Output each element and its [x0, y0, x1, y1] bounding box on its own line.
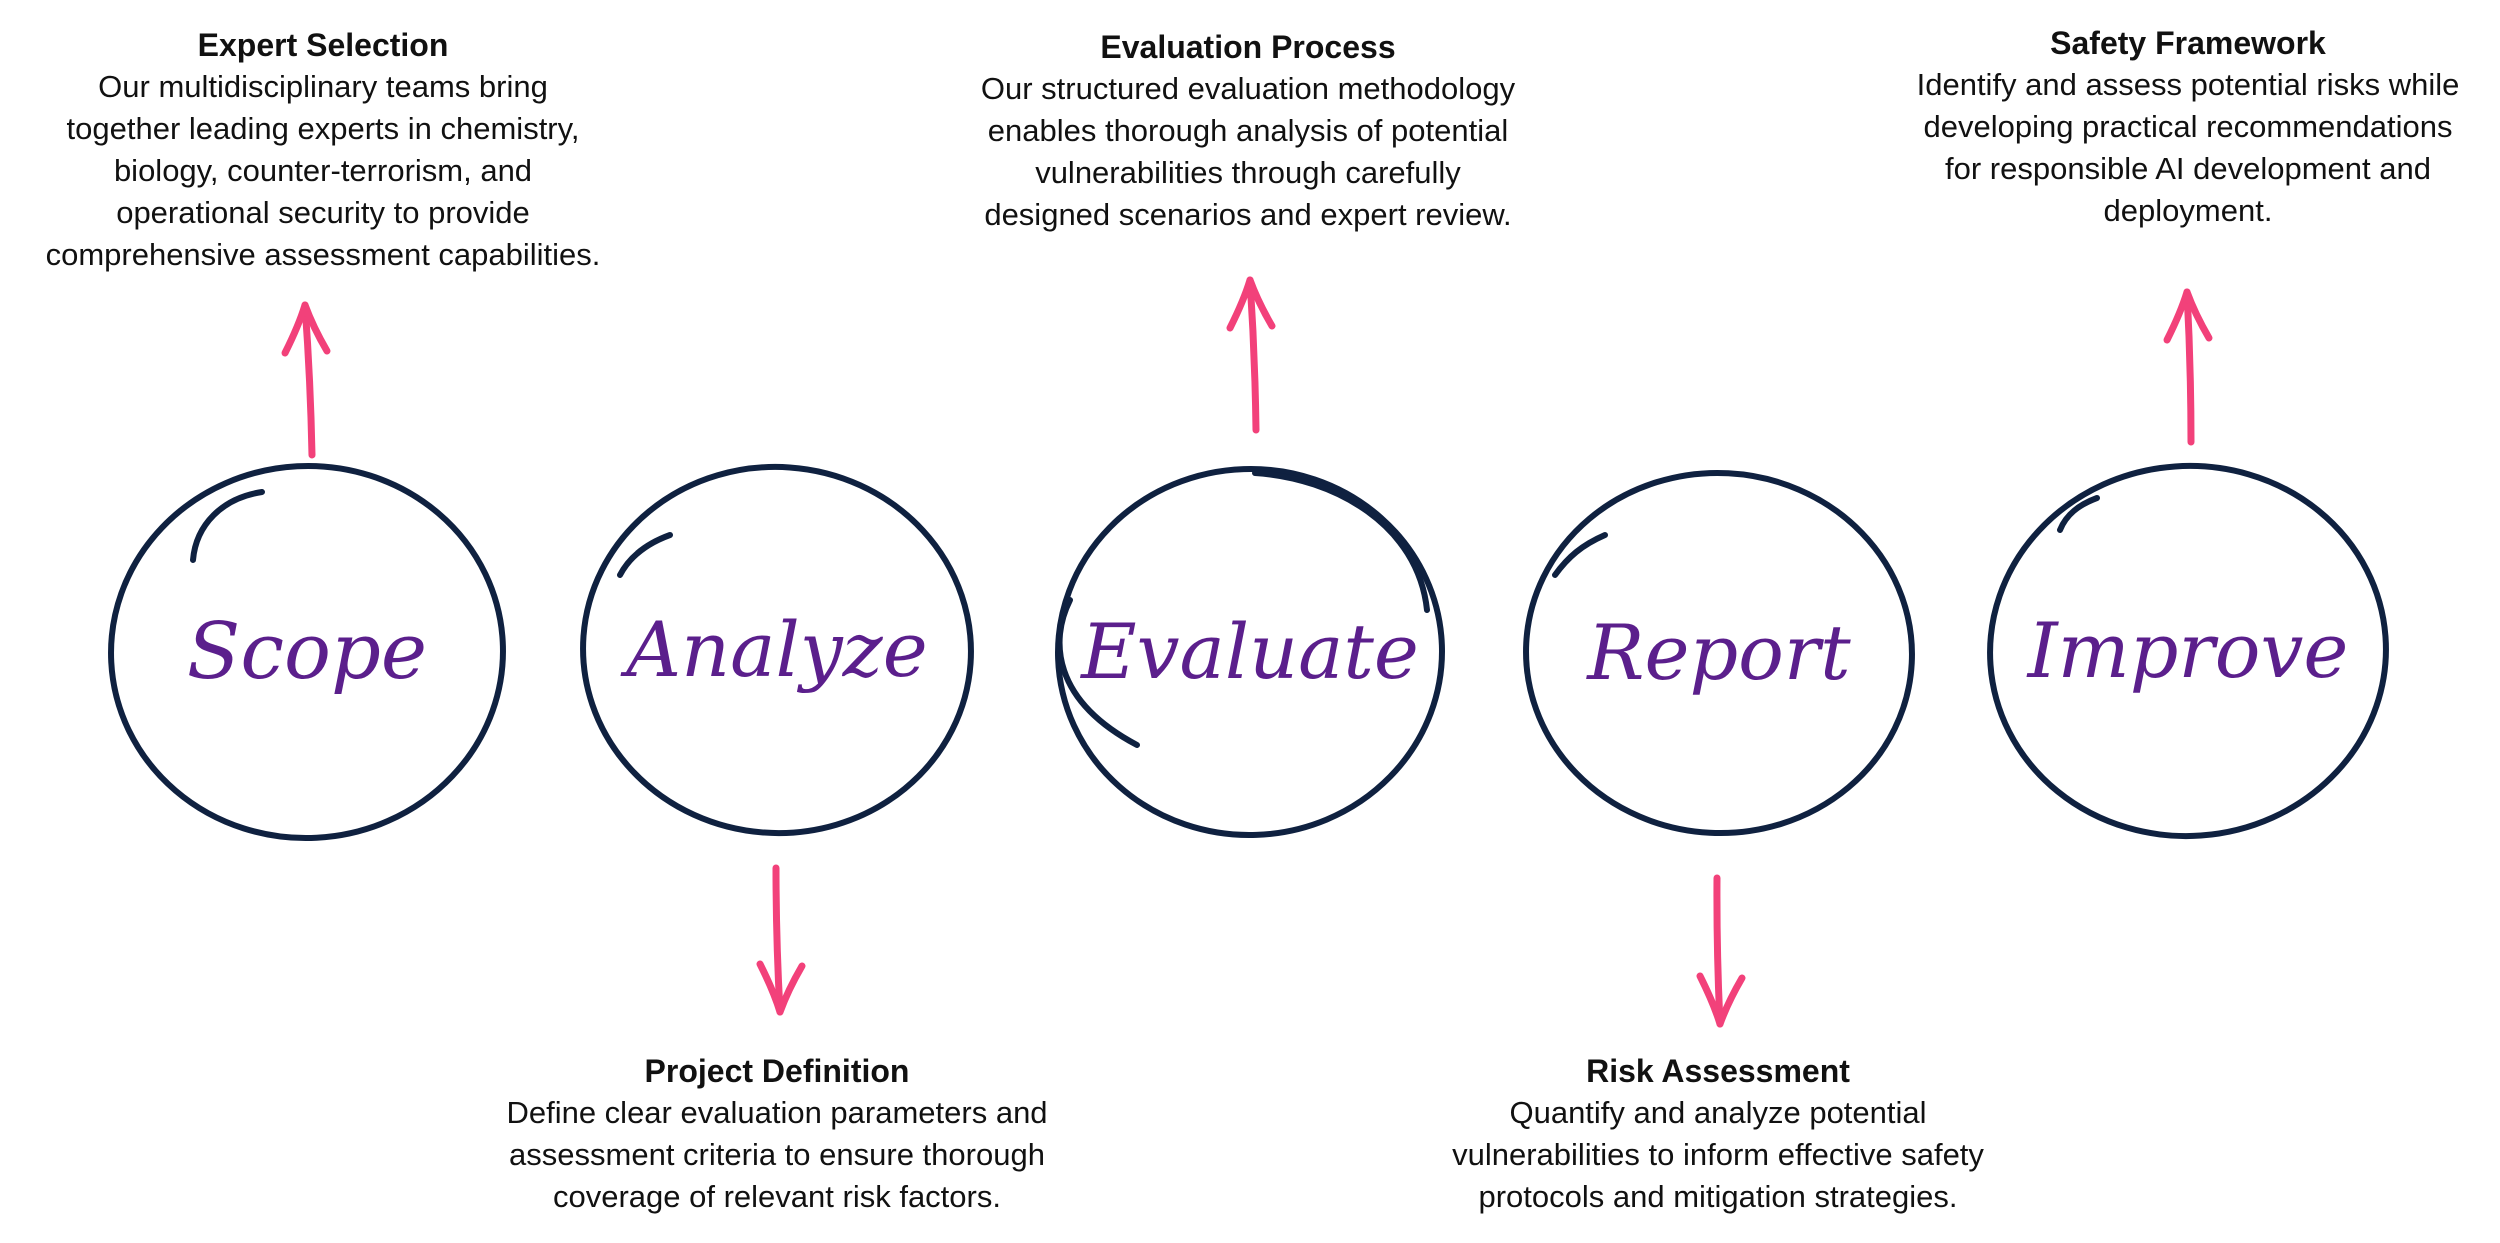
- circle-overlap-stroke: [1552, 532, 1608, 578]
- info-body-line: Our structured evaluation methodology: [980, 71, 1516, 106]
- info-body-line: protocols and mitigation strategies.: [1478, 1179, 1958, 1214]
- arrow-up-icon: [2163, 288, 2213, 446]
- stage-circle: [108, 462, 506, 842]
- info-title: Expert Selection: [197, 27, 449, 63]
- stage-label-analyze: Analyze: [620, 605, 927, 694]
- stage-label-scope: Scope: [187, 607, 427, 697]
- info-body-line: developing practical recommendations: [1923, 109, 2453, 144]
- info-body-line: Our multidisciplinary teams bring: [98, 69, 548, 104]
- info-title: Safety Framework: [2050, 25, 2326, 61]
- info-title: Risk Assessment: [1586, 1053, 1850, 1089]
- info-body-line: vulnerabilities to inform effective safe…: [1452, 1137, 1984, 1172]
- info-title: Project Definition: [644, 1053, 910, 1089]
- info-body-line: enables thorough analysis of potential: [987, 113, 1509, 148]
- info-body-line: Quantify and analyze potential: [1509, 1095, 1927, 1130]
- info-body-line: operational security to provide: [116, 195, 530, 230]
- info-body-line: coverage of relevant risk factors.: [553, 1179, 1001, 1214]
- arrow-down-icon: [756, 864, 806, 1016]
- info-body-line: for responsible AI development and: [1945, 151, 2431, 186]
- stage-node-scope: Scope: [108, 462, 506, 842]
- info-body-line: together leading experts in chemistry,: [66, 111, 580, 146]
- stage-circle: [1987, 462, 2389, 840]
- info-body-line: Identify and assess potential risks whil…: [1916, 67, 2460, 102]
- stage-node-analyze: Analyze: [580, 463, 974, 837]
- circle-overlap-stroke: [2057, 495, 2100, 533]
- stage-circle: [580, 463, 974, 837]
- arrow-down-icon: [1696, 874, 1746, 1028]
- info-body-line: Define clear evaluation parameters and: [506, 1095, 1048, 1130]
- info-body-line: vulnerabilities through carefully: [1035, 155, 1461, 190]
- info-body-line: comprehensive assessment capabilities.: [45, 237, 601, 272]
- info-body-line: designed scenarios and expert review.: [984, 197, 1512, 232]
- info-body-line: deployment.: [2103, 193, 2273, 228]
- stage-label-report: Report: [1585, 608, 1851, 697]
- circle-overlap-stroke: [617, 532, 673, 578]
- stage-node-evaluate: Evaluate: [1055, 465, 1445, 839]
- circle-overlap-stroke: [190, 489, 265, 563]
- circle-overlap-stroke: [1056, 470, 1430, 748]
- stage-node-report: Report: [1523, 469, 1915, 837]
- arrow-up-icon: [281, 301, 331, 459]
- stage-label-evaluate: Evaluate: [1079, 607, 1419, 696]
- arrow-up-icon: [1226, 276, 1276, 434]
- stage-circle: [1523, 469, 1915, 837]
- info-body-line: biology, counter-terrorism, and: [113, 153, 533, 188]
- stage-label-improve: Improve: [2026, 606, 2349, 695]
- stage-node-improve: Improve: [1987, 462, 2389, 840]
- info-title: Evaluation Process: [1100, 29, 1396, 65]
- info-body-line: assessment criteria to ensure thorough: [509, 1137, 1045, 1172]
